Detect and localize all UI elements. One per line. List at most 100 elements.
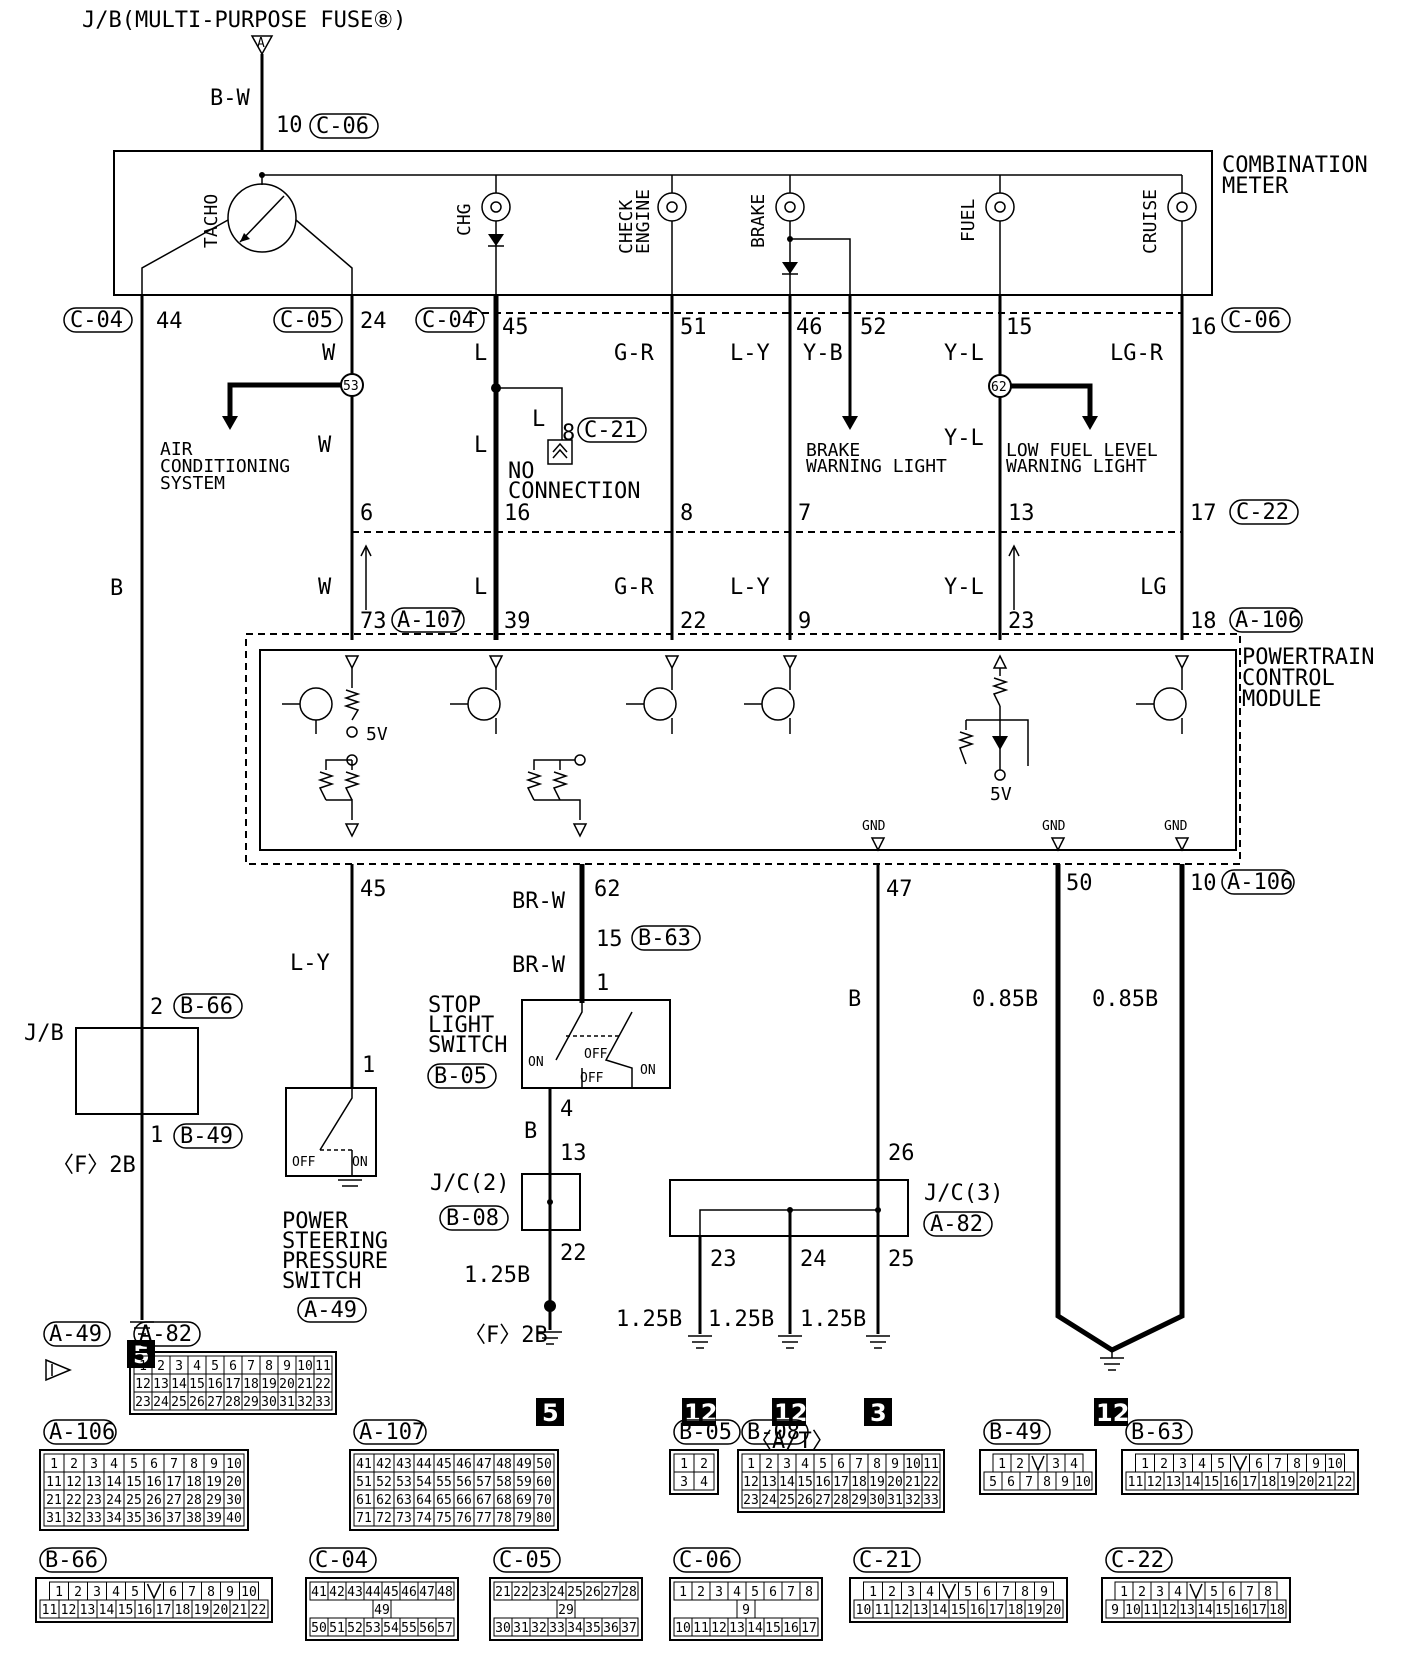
ground-stop-icon: 5 [536,1331,564,1427]
wire-color-br-w-1: BR-W [512,889,566,914]
connector-pin: 23 [531,1585,547,1600]
ps-label-1: POWER [282,1209,349,1234]
connector-pin: 5 [1210,1585,1218,1600]
connector-pin: 3 [93,1585,101,1600]
connector-pin: 43 [396,1457,412,1472]
svg-text:12: 12 [1096,1399,1129,1427]
connector-pin: 36 [603,1621,619,1636]
connector-id: B-49 [989,1420,1042,1445]
connector-pin: 10 [1075,1475,1091,1490]
fwire-stop: 〈F〉2B [464,1323,548,1348]
connector-pin: 4 [193,1359,201,1374]
connector-pin: 50 [311,1621,327,1636]
connector-pin: 7 [1246,1585,1254,1600]
connector-pin: 61 [356,1493,372,1508]
connector-pin: 50 [536,1457,552,1472]
connector-pin: 22 [315,1377,331,1392]
stop-pin-4: 4 [560,1097,573,1122]
connector-pin: 28 [186,1493,202,1508]
connector-id: B-63 [1131,1420,1184,1445]
connector-tag-c21: C-21 [577,417,647,443]
connector-pin: 71 [356,1511,372,1526]
connector-tag-b66: B-66 [173,993,243,1019]
connector-pin: 45 [383,1585,399,1600]
connector-pin: 18 [243,1377,259,1392]
wire-color-bw: B-W [210,86,250,111]
connector-pin: 9 [1312,1457,1320,1472]
connector-id: C-22 [1111,1548,1164,1573]
connector-pin: 1 [680,1457,688,1472]
connector-pin: 1 [679,1585,687,1600]
svg-text:B-63: B-63 [638,926,691,951]
connector-pin: 34 [106,1511,122,1526]
pcm-pin-39: 39 [504,609,531,634]
svg-text:A-106: A-106 [1227,870,1293,895]
connector-pin: 6 [169,1585,177,1600]
connector-pin: 15 [1204,1475,1220,1490]
connector-pin: 40 [226,1511,242,1526]
connector-pin: 56 [419,1621,435,1636]
svg-text:C-04: C-04 [70,308,123,333]
connector-pin: 10 [226,1457,242,1472]
connector-pin: 9 [1111,1603,1119,1618]
jb-label: J/B [24,1021,64,1046]
connector-pin: 77 [476,1511,492,1526]
combination-meter-label-2: METER [1222,174,1289,199]
wire-color-y-l-top: Y-L [944,341,984,366]
pcm-output-39-circuit [450,655,588,838]
check-engine-label: CHECK [616,200,637,254]
connector-pin: 6 [1007,1475,1015,1490]
svg-text:OFF: OFF [292,1155,316,1170]
connector-pin: 20 [226,1475,242,1490]
connector-pin: 21 [905,1475,921,1490]
stop-switch-icon: ON OFF OFF ON [521,999,671,1089]
connector-pin: 15 [765,1621,781,1636]
wire-color-b-pcm47: B [848,987,861,1012]
connector-pin: 44 [416,1457,432,1472]
connector-pin: 21 [232,1603,248,1618]
fwire-left: 〈F〉2B [52,1153,136,1178]
wire-color-jc3-25: 1.25B [800,1307,866,1332]
connector-pin: 8 [1043,1475,1051,1490]
connector-pin: 2 [700,1457,708,1472]
c22-pin-8: 8 [680,501,693,526]
connector-pin: 74 [416,1511,432,1526]
pcm-gnd-50: GND [1042,819,1066,834]
connector-pin: 20 [1046,1603,1062,1618]
stop-pin-1: 1 [596,971,609,996]
connector-pin: 4 [110,1457,118,1472]
connector-pin: 7 [855,1457,863,1472]
jc2-box [521,1173,581,1231]
pcm-gnd-10: GND [1164,819,1188,834]
connector-pin: 53 [365,1621,381,1636]
connector-pin: 10 [675,1621,691,1636]
connector-pin: 24 [549,1585,565,1600]
connector-pin: 9 [742,1603,750,1618]
connector-pin: 1 [869,1585,877,1600]
connector-pin: 42 [376,1457,392,1472]
splice-62: 62 [988,374,1012,398]
connector-pin: 13 [1166,1475,1182,1490]
connector-pin: 27 [815,1493,831,1508]
connector-pin: 68 [496,1493,512,1508]
connector-pin: 20 [213,1603,229,1618]
ps-label-3: PRESSURE [282,1249,388,1274]
splice-53: 53 [340,373,364,397]
svg-text:5V: 5V [366,724,388,745]
connector-pin: 12 [711,1621,727,1636]
connector-pin: 17 [166,1475,182,1490]
pcm-label-1: POWERTRAIN [1242,645,1374,670]
wire-color-b-left: B [110,576,123,601]
connector-pin: 51 [329,1621,345,1636]
connector-pin: 2 [74,1585,82,1600]
svg-text:A-106: A-106 [1235,608,1301,633]
connector-pin: 5 [131,1585,139,1600]
pcm-pin-22: 22 [680,609,707,634]
connector-tag-a106-bottom: A-106 [1221,869,1295,895]
connector-tag-b49: B-49 [173,1123,243,1149]
